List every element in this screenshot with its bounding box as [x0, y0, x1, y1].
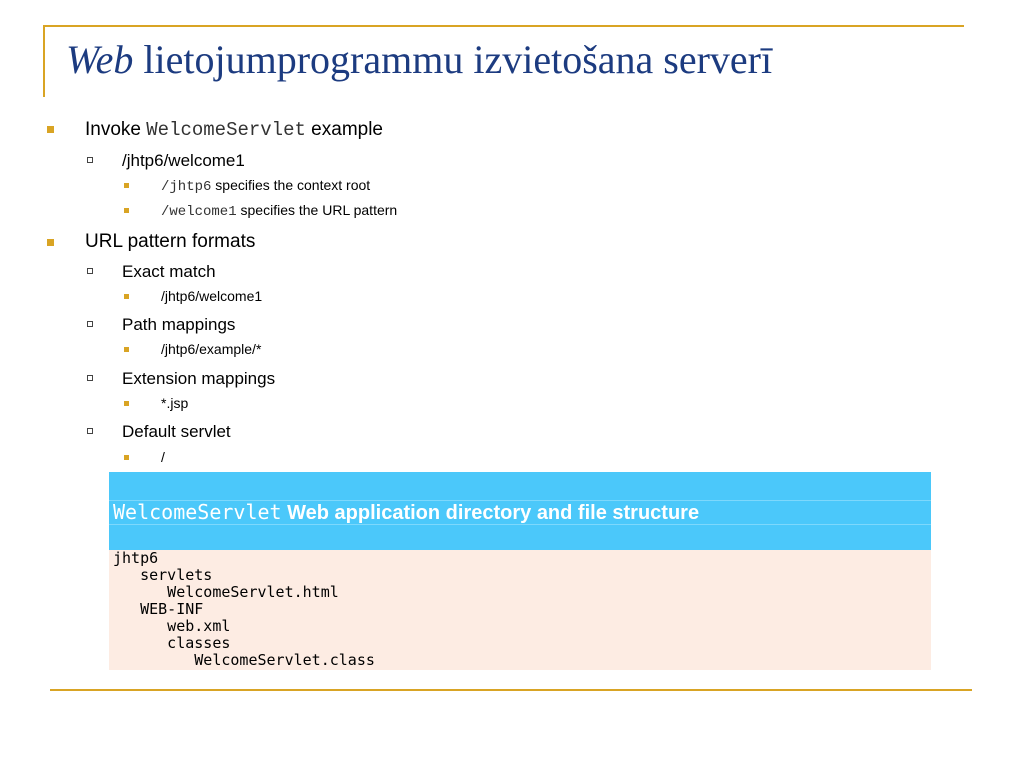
tree-line: web.xml — [113, 617, 231, 635]
figure-caption-code: WelcomeServlet — [113, 500, 282, 524]
square-bullet-icon — [47, 239, 54, 246]
bullet-invoke-code: WelcomeServlet — [146, 119, 306, 141]
title-frame-left-line — [43, 25, 45, 97]
hollow-square-bullet-icon — [87, 321, 93, 327]
context-root-text: specifies the context root — [211, 177, 371, 193]
tree-line: servlets — [113, 566, 213, 584]
figure-caption: WelcomeServlet Web application directory… — [113, 500, 699, 525]
slide-title: Web lietojumprogrammu izvietošana server… — [66, 36, 772, 84]
square-bullet-icon — [124, 401, 129, 406]
bullet-extension-mappings: Extension mappings — [122, 369, 276, 388]
square-bullet-icon — [124, 208, 129, 213]
figure-caption-text: Web application directory and file struc… — [281, 502, 700, 524]
bullet-path-mappings: Path mappings — [122, 315, 236, 334]
bullet-url-pattern: /welcome1 specifies the URL pattern — [161, 203, 397, 219]
slide-title-italic: Web — [66, 37, 134, 82]
bullet-extension-example: *.jsp — [161, 395, 189, 411]
bullet-invoke-suffix: example — [305, 119, 384, 140]
bullet-path-example: /jhtp6/example/* — [161, 341, 262, 357]
directory-tree: jhtp6 servlets WelcomeServlet.html WEB-I… — [109, 550, 931, 670]
square-bullet-icon — [124, 455, 129, 460]
directory-structure-figure: WelcomeServlet Web application directory… — [109, 472, 931, 670]
figure-caption-bar: WelcomeServlet Web application directory… — [109, 472, 931, 550]
tree-line: WelcomeServlet.class — [113, 651, 375, 669]
square-bullet-icon — [124, 183, 129, 188]
bullet-invoke-prefix: Invoke — [85, 119, 147, 140]
bullet-exact-match: Exact match — [122, 262, 216, 281]
tree-line: WEB-INF — [113, 600, 204, 618]
title-frame-top-line — [43, 25, 964, 27]
tree-line: classes — [113, 634, 231, 652]
context-root-code: /jhtp6 — [161, 179, 212, 195]
hollow-square-bullet-icon — [87, 268, 93, 274]
bullet-url-formats: URL pattern formats — [85, 231, 256, 252]
url-pattern-text: specifies the URL pattern — [236, 202, 398, 218]
square-bullet-icon — [47, 126, 54, 133]
bullet-welcome-path: /jhtp6/welcome1 — [122, 151, 245, 170]
footer-line — [50, 689, 972, 691]
tree-line: jhtp6 — [113, 549, 159, 567]
tree-line: WelcomeServlet.html — [113, 583, 339, 601]
slide-title-rest: lietojumprogrammu izvietošana serverī — [133, 37, 773, 82]
hollow-square-bullet-icon — [87, 428, 93, 434]
caption-divider — [109, 500, 931, 501]
caption-divider — [109, 524, 931, 525]
bullet-default-servlet: Default servlet — [122, 422, 231, 441]
square-bullet-icon — [124, 347, 129, 352]
square-bullet-icon — [124, 294, 129, 299]
bullet-default-example: / — [161, 449, 165, 465]
bullet-invoke: Invoke WelcomeServlet example — [85, 120, 383, 140]
url-pattern-code: /welcome1 — [161, 204, 237, 220]
hollow-square-bullet-icon — [87, 375, 93, 381]
bullet-exact-example: /jhtp6/welcome1 — [161, 288, 263, 304]
bullet-context-root: /jhtp6 specifies the context root — [161, 178, 370, 194]
hollow-square-bullet-icon — [87, 157, 93, 163]
